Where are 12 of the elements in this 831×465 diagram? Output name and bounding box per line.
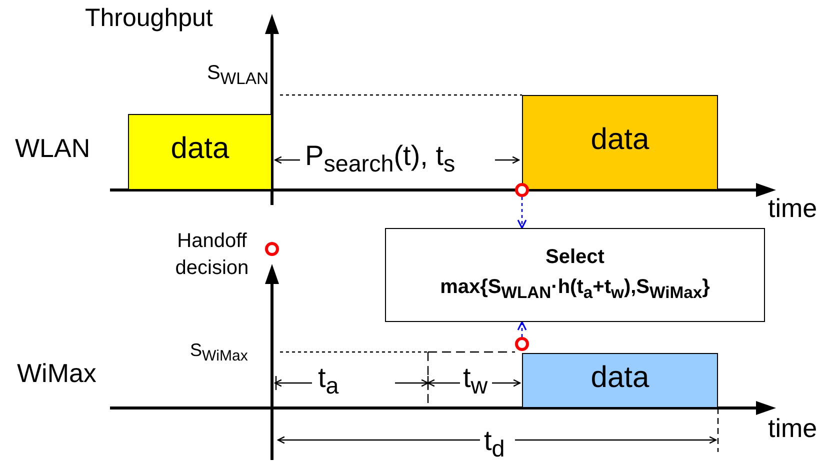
box-heading: Select — [546, 245, 604, 270]
data-block: data — [522, 353, 718, 408]
event-marker — [515, 183, 529, 197]
event-marker — [265, 242, 279, 256]
data-block: data — [522, 95, 718, 190]
selection-formula: max{S$_{WLAN}$·h(t$_{a}$+t$_{w}$),S$_{WiMax}$} — [440, 275, 710, 304]
event-marker — [515, 337, 529, 351]
event-caption: Handoff decision — [174, 229, 250, 281]
arrow — [517, 197, 527, 229]
arrow — [517, 321, 527, 337]
decision-box — [385, 228, 765, 322]
data-block: data — [128, 114, 272, 190]
